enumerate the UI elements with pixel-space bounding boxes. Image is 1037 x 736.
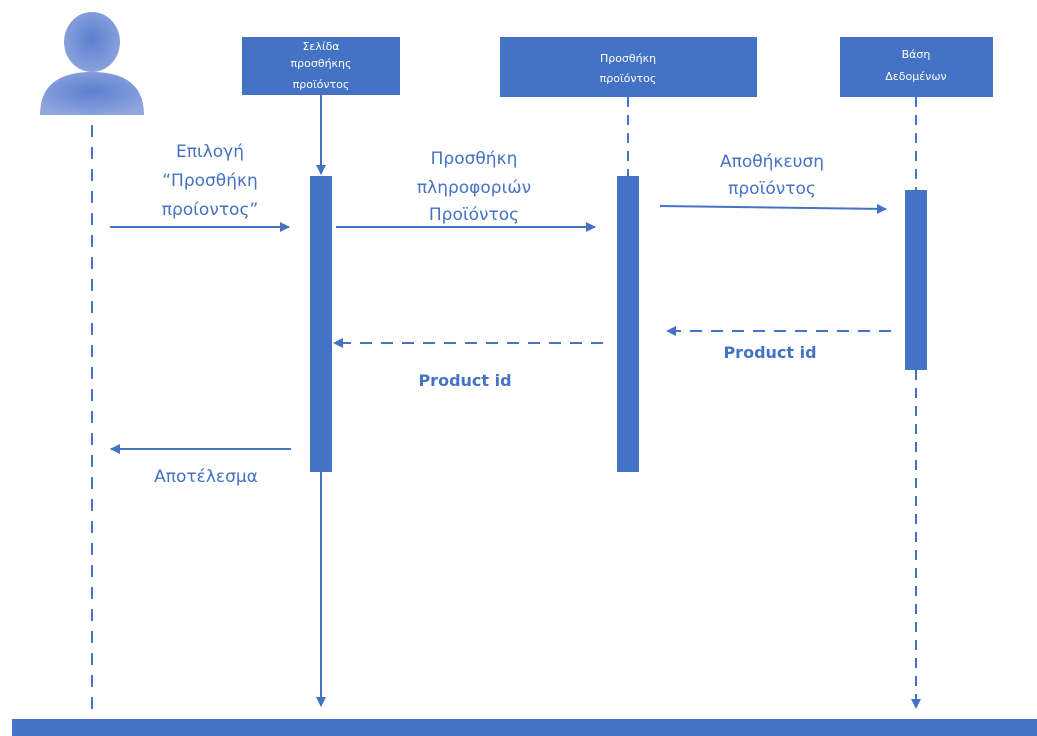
lifeline-label-line: Βάση — [902, 48, 931, 61]
activation-bar-db — [905, 190, 927, 370]
lifeline-label-line: Σελίδα — [302, 40, 339, 53]
message-label-line: Product id — [723, 343, 816, 362]
message-return-add: Product id — [333, 338, 603, 390]
lifeline-label-line: Δεδομένων — [885, 70, 946, 83]
user-icon — [40, 12, 144, 115]
message-label-line: Επιλογή — [176, 142, 244, 162]
activation-bar-add — [617, 176, 639, 472]
message-save-arrow — [659, 203, 887, 214]
message-label-line: πληροφοριών — [417, 178, 531, 198]
message-save: Αποθήκευση προϊόντος — [659, 152, 887, 214]
message-label-line: προίοντος” — [162, 200, 259, 220]
message-label-line: Προσθήκη — [431, 149, 518, 169]
lifeline-header-page: Σελίδα προσθήκης προϊόντος — [242, 37, 400, 95]
lifeline-label-line: προϊόντος — [600, 72, 657, 85]
message-add-info: Προσθήκη πληροφοριών Προϊόντος — [336, 149, 596, 232]
message-label-line: Product id — [418, 371, 511, 390]
lifeline-header-db: Βάση Δεδομένων — [840, 37, 993, 97]
message-label-line: Αποτέλεσμα — [154, 467, 258, 487]
lifeline-label-line: προσθήκης — [291, 57, 352, 70]
lifeline-label-line: Προσθήκη — [600, 52, 656, 65]
message-label-line: προϊόντος — [728, 179, 816, 199]
message-label-line: Αποθήκευση — [720, 152, 824, 172]
message-result: Αποτέλεσμα — [110, 444, 291, 487]
lifeline-label-line: προϊόντος — [293, 78, 350, 91]
lifeline-header-add: Προσθήκη προϊόντος — [500, 37, 757, 97]
message-label-line: “Προσθήκη — [162, 171, 258, 191]
message-select: Επιλογή “Προσθήκη προίοντος” — [110, 142, 290, 232]
bottom-band — [12, 719, 1037, 736]
message-return-db: Product id — [666, 326, 891, 362]
message-label-line: Προϊόντος — [429, 205, 519, 225]
activation-bar-page — [310, 176, 332, 472]
